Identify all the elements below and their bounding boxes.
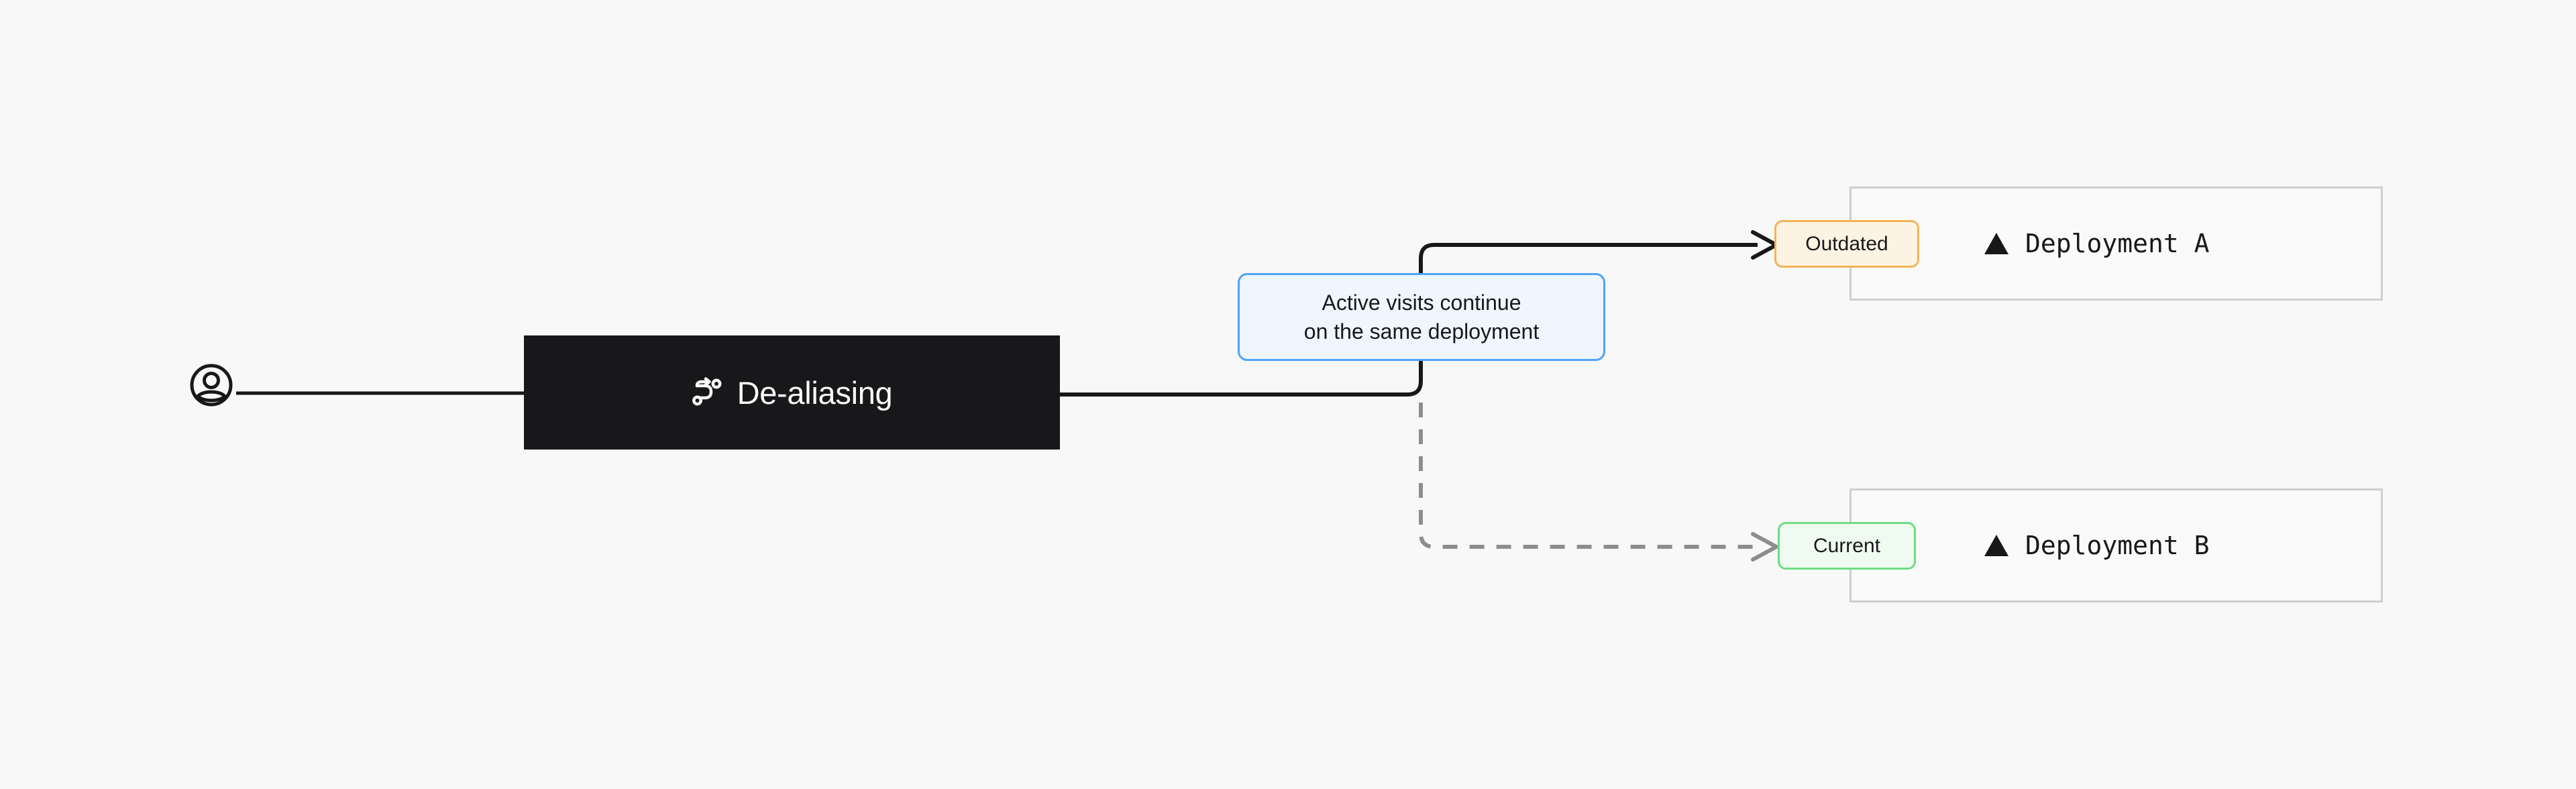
deployment-card-b[interactable]: Deployment B [1849, 488, 2383, 602]
callout-line-1: Active visits continue [1322, 290, 1521, 315]
deployment-card-a-content: Deployment A [1984, 231, 2210, 256]
annotation-callout: Active visits continue on the same deplo… [1238, 273, 1605, 361]
status-badge-outdated-label: Outdated [1805, 232, 1888, 255]
process-node-label: De-aliasing [737, 374, 893, 411]
callout-line-2: on the same deployment [1303, 319, 1540, 344]
status-badge-current-label: Current [1813, 534, 1881, 557]
edge-to-deployment-b [1419, 403, 1758, 549]
vercel-triangle-icon [1984, 535, 2008, 556]
deployment-a-name: Deployment A [2025, 229, 2210, 258]
status-badge-outdated[interactable]: Outdated [1774, 220, 1919, 268]
process-node-de-aliasing[interactable]: De-aliasing [524, 335, 1060, 450]
edge-process-trunk [1060, 380, 1423, 397]
deployment-card-a[interactable]: Deployment A [1849, 187, 2383, 301]
arrowhead-deployment-a [1751, 230, 1778, 260]
user-avatar-icon [190, 364, 233, 407]
deployment-b-name: Deployment B [2025, 531, 2210, 560]
vercel-triangle-icon [1984, 233, 2008, 254]
arrowhead-deployment-b [1751, 532, 1778, 562]
deployment-card-b-content: Deployment B [1984, 533, 2210, 558]
route-shuffle-icon [692, 377, 722, 406]
status-badge-current[interactable]: Current [1778, 522, 1916, 570]
